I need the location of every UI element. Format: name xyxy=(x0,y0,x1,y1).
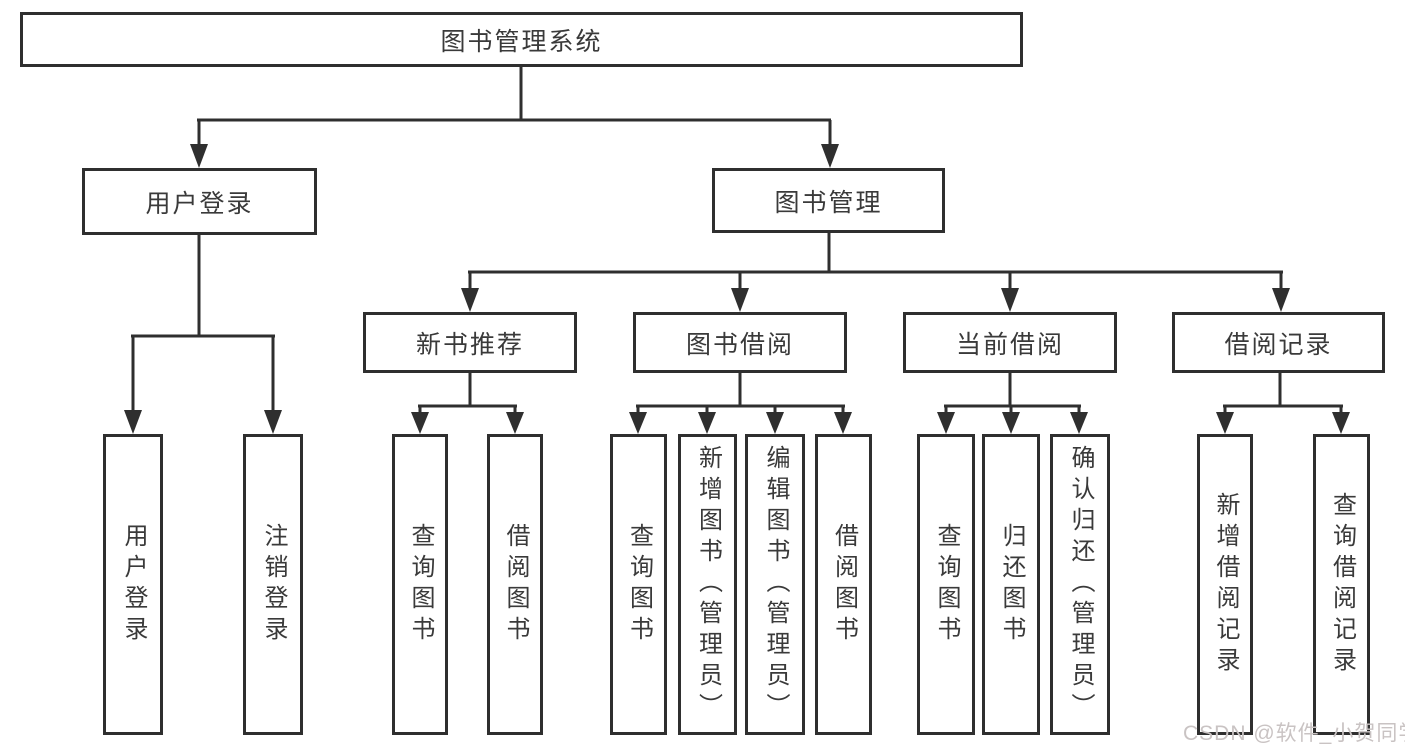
node-current-borrow: 当前借阅 xyxy=(903,312,1117,373)
edge-book-management-to-level3 xyxy=(461,233,1290,312)
csdn-watermark: CSDN @软件_小贺同学 xyxy=(1183,722,1405,745)
leaf-query-book-current: 查询图书 xyxy=(917,434,975,735)
leaf-query-book-recommend: 查询图书 xyxy=(392,434,448,735)
node-user-login-module: 用户登录 xyxy=(82,168,317,235)
node-borrow-record: 借阅记录 xyxy=(1172,312,1385,373)
edge-book-borrow-to-children xyxy=(629,373,852,434)
leaf-user-login: 用户登录 xyxy=(103,434,163,735)
node-new-book-recommend: 新书推荐 xyxy=(363,312,577,373)
leaf-query-borrow-record: 查询借阅记录 xyxy=(1313,434,1370,735)
node-book-management-module: 图书管理 xyxy=(712,168,945,233)
edge-current-borrow-to-children xyxy=(937,373,1088,434)
leaf-add-book-admin: 新增图书（管理员） xyxy=(678,434,737,735)
node-book-borrow: 图书借阅 xyxy=(633,312,847,373)
node-system-root: 图书管理系统 xyxy=(20,12,1023,67)
leaf-return-book: 归还图书 xyxy=(982,434,1040,735)
edge-root-to-level2 xyxy=(190,67,839,168)
leaf-add-borrow-record: 新增借阅记录 xyxy=(1197,434,1253,735)
leaf-borrow-book: 借阅图书 xyxy=(815,434,872,735)
leaf-borrow-book-recommend: 借阅图书 xyxy=(487,434,543,735)
leaf-logout: 注销登录 xyxy=(243,434,303,735)
leaf-edit-book-admin: 编辑图书（管理员） xyxy=(745,434,805,735)
leaf-confirm-return-admin: 确认归还（管理员） xyxy=(1050,434,1110,735)
edge-new-book-to-children xyxy=(411,373,524,434)
edge-borrow-record-to-children xyxy=(1216,373,1350,434)
edge-user-login-to-children xyxy=(124,235,282,434)
leaf-query-book-borrow: 查询图书 xyxy=(610,434,667,735)
